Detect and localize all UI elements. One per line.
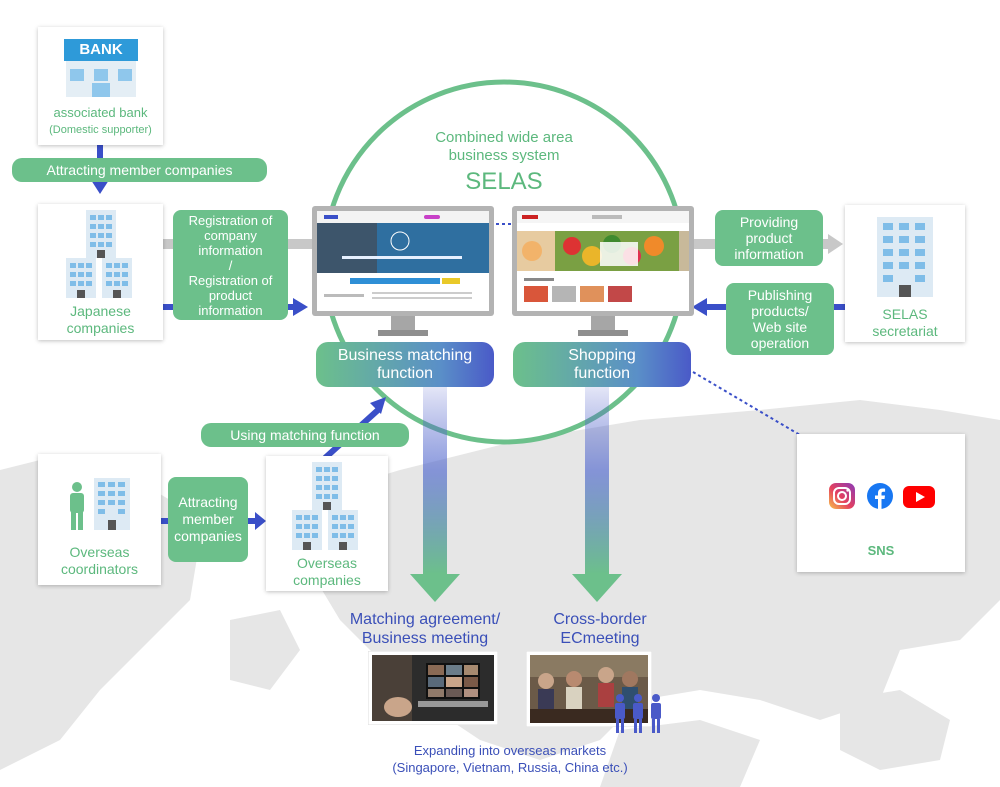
matching-monitor xyxy=(312,206,494,336)
business-matching-line1: Business matching xyxy=(337,346,473,364)
shopping-function: Shopping function xyxy=(513,342,691,387)
secretariat-line1: SELAS xyxy=(882,306,928,322)
selas-subtitle-line1: Combined wide area xyxy=(435,129,573,146)
overseas-companies-line2: companies xyxy=(293,572,361,588)
shopping-line2: function xyxy=(573,364,631,382)
matching-agreement-line2: Business meeting xyxy=(361,630,489,647)
publishing-line4: operation xyxy=(750,335,810,351)
expanding-line1: Expanding into overseas markets xyxy=(413,743,607,758)
facebook-icon[interactable] xyxy=(867,483,893,509)
bank-down-arrowhead xyxy=(91,180,109,194)
business-matching-line2: function xyxy=(376,364,434,382)
bank-sublabel: (Domestic supporter) xyxy=(49,124,152,136)
blue-arrowhead-overseas xyxy=(255,512,266,530)
providing-line2: product xyxy=(745,230,793,246)
blue-line-coordinators xyxy=(160,518,170,524)
selas-subtitle-line2: business system xyxy=(448,147,560,164)
publishing-line3: Web site xyxy=(752,319,808,335)
japanese-companies-line1: Japanese xyxy=(70,303,131,319)
expanding-line2: (Singapore, Vietnam, Russia, China etc.) xyxy=(392,760,628,775)
sns-card: SNS xyxy=(797,434,965,572)
secretariat-building-icon xyxy=(877,217,933,297)
overseas-companies-line1: Overseas xyxy=(297,555,357,571)
overseas-coordinators-line2: coordinators xyxy=(60,561,139,577)
matching-agreement-line1: Matching agreement/ xyxy=(349,611,501,628)
attract-mid-line3: companies xyxy=(174,528,242,544)
sns-label: SNS xyxy=(867,543,895,558)
bank-sign: BANK xyxy=(79,41,123,58)
blue-arrowhead-registration xyxy=(293,298,308,316)
crossborder-line1: Cross-border xyxy=(553,611,647,628)
using-matching-pill: Using matching function xyxy=(201,423,409,447)
youtube-icon[interactable] xyxy=(903,486,935,508)
registration-line5: Registration of xyxy=(188,272,273,288)
attracting-members-top-pill: Attracting member companies xyxy=(12,158,267,182)
registration-line7: information xyxy=(198,302,263,318)
overseas-companies-card: Overseas companies xyxy=(266,456,388,591)
people-group-icon xyxy=(615,694,661,733)
instagram-icon[interactable] xyxy=(829,483,855,509)
coordinator-person-icon xyxy=(70,482,84,530)
overseas-buildings-icon xyxy=(292,462,358,550)
secretariat-card: SELAS secretariat xyxy=(845,205,965,342)
coordinator-building-icon xyxy=(94,478,130,530)
registration-line2: company xyxy=(204,227,257,243)
bank-label: associated bank xyxy=(53,105,148,120)
providing-line3: information xyxy=(734,246,804,262)
registration-line6: product xyxy=(208,287,253,303)
registration-pill: Registration of company information / Re… xyxy=(173,210,288,320)
registration-line1: Registration of xyxy=(188,212,273,228)
providing-line1: Providing xyxy=(739,214,799,230)
sns-dotted-link xyxy=(692,371,801,436)
down-arrow-matching-shaft xyxy=(423,387,447,574)
blue-arrowhead-publishing xyxy=(692,298,707,316)
attract-mid-line2: member xyxy=(182,511,234,527)
shopping-line1: Shopping xyxy=(568,346,636,364)
secretariat-line2: secretariat xyxy=(872,323,938,339)
attracting-members-top-text: Attracting member companies xyxy=(46,161,233,178)
down-arrow-matching-head xyxy=(410,574,460,602)
japanese-buildings-icon xyxy=(66,210,132,298)
down-arrow-shopping-shaft xyxy=(585,387,609,574)
overseas-coordinators-line1: Overseas xyxy=(69,544,130,560)
japanese-companies-line2: companies xyxy=(66,320,135,336)
bank-card: BANK associated bank (Domestic supporter… xyxy=(38,27,163,145)
crossborder-line2: ECmeeting xyxy=(560,630,640,647)
blue-arrowhead-using-matching xyxy=(370,397,386,414)
shopping-monitor xyxy=(512,206,694,336)
grey-arrowhead-providing xyxy=(828,234,843,254)
publishing-pill: Publishing products/ Web site operation xyxy=(726,283,834,355)
publishing-line2: products/ xyxy=(751,303,809,319)
video-meeting-photo xyxy=(368,651,498,725)
registration-line3: information xyxy=(198,242,263,258)
attracting-members-mid-pill: Attracting member companies xyxy=(168,477,248,562)
attract-mid-line1: Attracting xyxy=(178,494,238,510)
selas-title: SELAS xyxy=(465,168,543,195)
bank-building-icon xyxy=(64,39,138,97)
blue-line-overseas xyxy=(247,518,257,524)
down-arrow-shopping-head xyxy=(572,574,622,602)
business-matching-function: Business matching function xyxy=(316,342,494,387)
providing-pill: Providing product information xyxy=(715,210,823,266)
japanese-companies-card: Japanese companies xyxy=(38,204,163,340)
using-matching-text: Using matching function xyxy=(230,426,380,443)
overseas-coordinators-card: Overseas coordinators xyxy=(38,454,161,585)
registration-line4: / xyxy=(228,257,233,273)
publishing-line1: Publishing xyxy=(747,287,813,303)
